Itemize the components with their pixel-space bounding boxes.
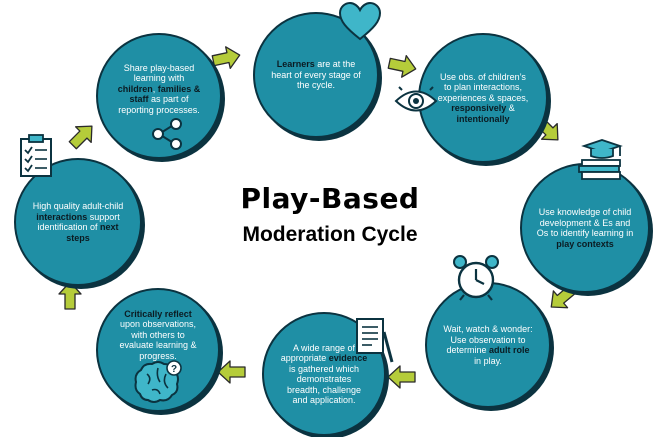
stage-keyword: interactions [36,211,88,222]
stage-keyword: play contexts [556,238,614,249]
stage-text: Share play-based learning with children,… [117,62,201,115]
stage-text: Use obs. of children’s to plan interacti… [437,71,529,124]
stage-text: Critically reflect upon observations, wi… [119,308,197,361]
diagram-title: Play-Based [240,182,420,215]
brain-icon: ? [134,360,182,403]
stage-keyword: families & staff [129,83,201,105]
diagram-subtitle: Moderation Cycle [242,223,418,246]
stage-keyword: evidence [328,353,368,363]
stage-observations: Use obs. of children’s to plan interacti… [418,33,548,163]
stage-text: Wait, watch & wonder: Use observation to… [443,324,533,366]
document-icon [356,318,394,363]
eye-icon [394,86,438,112]
stage-interactions: High quality adult-child interactions su… [14,158,142,286]
stage-knowledge: Use knowledge of child development & Es … [520,163,650,293]
arrow-interactions-to-share [64,117,101,154]
stage-text: A wide range of appropriate evidence is … [280,342,368,406]
stage-keyword: next steps [66,222,119,243]
books-icon [578,139,623,180]
stage-keyword: responsively [451,103,507,114]
share-icon [152,118,182,150]
stage-text: High quality adult-child interactions su… [32,201,124,243]
arrow-evidence-to-reflect [217,360,246,384]
stage-keyword: adult role [489,345,530,355]
stage-keyword: intentionally [456,113,510,124]
stage-text: Use knowledge of child development & Es … [536,207,634,249]
stage-text: Learners are at the heart of every stage… [271,59,361,91]
clipboard-icon [20,134,52,177]
arrow-reflect-to-interactions [58,281,82,310]
stage-keyword: Learners [276,59,315,70]
svg-text:?: ? [171,364,177,375]
arrow-adult-role-to-evidence [387,365,416,389]
stage-adult-role: Wait, watch & wonder: Use observation to… [425,282,551,408]
stage-keyword: Critically reflect [124,308,192,319]
heart-icon [338,2,382,41]
stage-keyword: children [117,83,153,94]
alarm-clock-icon [453,255,499,301]
arrow-learners-to-observations [386,51,419,81]
